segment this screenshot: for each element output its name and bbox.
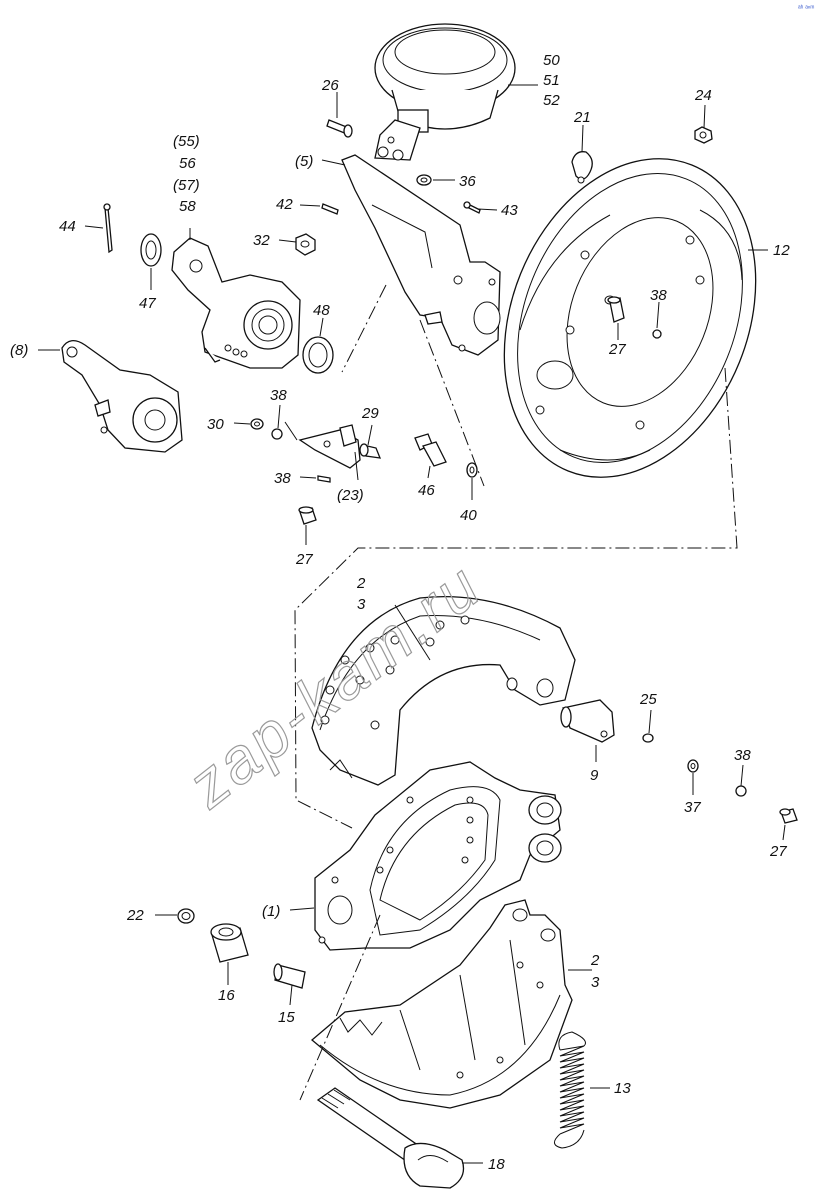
label-55: (55) [173,133,200,150]
label-44: 44 [59,218,76,235]
part-labels: 50 51 52 26 24 21 (55) 56 (57) 58 (5) 36… [10,52,790,1173]
bolt-27-lever [298,506,317,525]
label-56: 56 [179,155,196,172]
cotter-pin-44 [103,203,113,254]
pin-43 [463,201,481,214]
slack-adjuster-lower [61,340,183,453]
bracket-5 [341,154,501,356]
nut-32 [295,233,316,256]
bolt-46 [414,433,447,467]
label-1: (1) [262,903,280,920]
brake-shoe-lower [310,899,573,1109]
label-52: 52 [543,92,560,109]
label-2-lower: 2 [590,952,600,969]
label-13: 13 [614,1080,631,1097]
nut-24 [694,126,713,144]
nut-30 [250,418,264,430]
label-21: 21 [573,109,591,126]
pin-15 [273,963,306,989]
label-16: 16 [218,987,235,1004]
label-5: (5) [295,153,313,170]
label-27-plate: 27 [608,341,626,358]
brake-chamber [374,23,516,161]
label-25: 25 [639,691,657,708]
bushing-16 [210,923,249,963]
label-26: 26 [321,77,339,94]
anchor-pin-9 [560,699,615,743]
washer-22 [177,908,195,924]
label-47: 47 [139,295,156,312]
label-3-upper: 3 [357,596,366,613]
brake-shoe-upper [311,595,576,786]
nut-38-anchor [735,785,747,797]
label-48: 48 [313,302,330,319]
camshaft-18 [316,1087,465,1189]
label-29: 29 [361,405,379,422]
label-51: 51 [543,72,560,89]
label-15: 15 [278,1009,295,1026]
label-50: 50 [543,52,560,69]
label-42: 42 [276,196,293,213]
spring-13 [554,1031,586,1149]
nut-25 [642,733,654,743]
pin-42 [321,203,339,215]
label-36: 36 [459,173,476,190]
label-37: 37 [684,799,701,816]
backing-plate-12 [503,158,757,478]
washer-48 [302,336,334,374]
bolt-29 [359,443,382,459]
label-30: 30 [207,416,224,433]
washer-47 [140,233,162,267]
clip-21 [571,151,593,184]
nut-38-plate [652,329,662,339]
washer-40 [466,462,478,478]
label-18: 18 [488,1156,505,1173]
label-8: (8) [10,342,28,359]
label-40: 40 [460,507,477,524]
label-38-plate: 38 [650,287,667,304]
bolt-27-anchor [779,808,798,824]
label-57: (57) [173,177,200,194]
label-27-lever: 27 [295,551,313,568]
label-38-lever: 38 [270,387,287,404]
label-24: 24 [694,87,712,104]
slack-adjuster-upper [171,237,301,369]
label-58: 58 [179,198,196,215]
corner-mark: ᵃʰ ᵃⁿᵐ [798,5,814,12]
guide-lines [284,284,738,1101]
label-32: 32 [253,232,270,249]
label-2-upper: 2 [356,575,366,592]
label-27-anchor: 27 [769,843,787,860]
label-12: 12 [773,242,790,259]
washer-36 [416,174,432,186]
label-22: 22 [126,907,144,924]
bracket-23 [298,424,361,469]
label-38-small: 38 [274,470,291,487]
label-9: 9 [590,767,599,784]
brake-carrier-1 [314,761,562,951]
pin-26 [326,119,353,138]
pin-38-small [317,475,331,483]
washer-37 [687,759,699,773]
leader-lines [38,84,786,1164]
label-46: 46 [418,482,435,499]
bolt-27-plate [607,296,625,323]
nut-38-lever [271,428,283,440]
label-3-lower: 3 [591,974,600,991]
label-43: 43 [501,202,518,219]
label-38-anchor: 38 [734,747,751,764]
label-23: (23) [337,487,364,504]
